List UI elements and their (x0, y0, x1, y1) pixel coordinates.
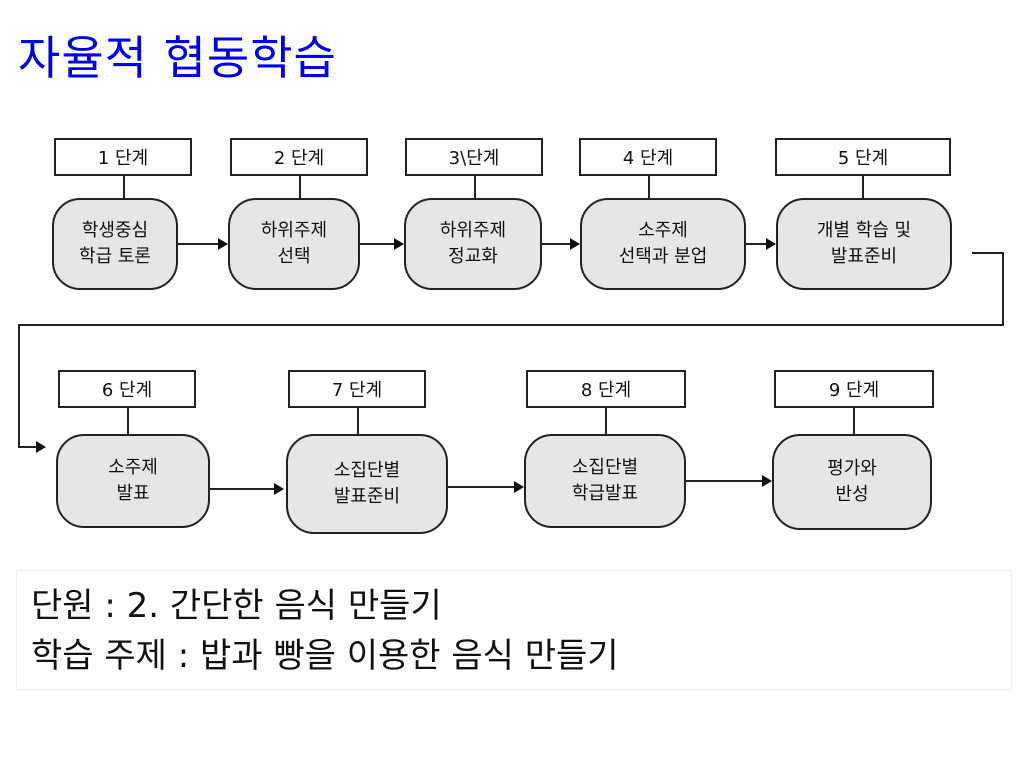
connector (648, 176, 650, 198)
arrow-line (178, 243, 220, 245)
unit-text: 단원 : 2. 간단한 음식 만들기 (31, 586, 442, 626)
arrow-head (218, 238, 228, 250)
connector (853, 408, 855, 434)
stage-2: 하위주제 선택 (228, 198, 360, 290)
connector (862, 176, 864, 198)
stage-7: 소집단별 발표준비 (286, 434, 448, 534)
arrow-head (570, 238, 580, 250)
stage-3: 하위주제 정교화 (404, 198, 542, 290)
arrow-line (686, 480, 764, 482)
stage-8: 소집단별 학급발표 (524, 434, 686, 528)
step-label-6: 6 단계 (58, 370, 196, 408)
arrow-head (766, 238, 776, 250)
connector (127, 408, 129, 434)
connector (474, 176, 476, 198)
arrow-line (360, 243, 396, 245)
arrow-head (762, 475, 772, 487)
arrow-line (542, 243, 572, 245)
connector (357, 408, 359, 434)
stage-9: 평가와 반성 (772, 434, 932, 530)
stage-5: 개별 학습 및 발표준비 (776, 198, 952, 290)
topic-text: 학습 주제 : 밥과 빵을 이용한 음식 만들기 (31, 636, 619, 676)
page-title: 자율적 협동학습 (18, 31, 337, 85)
connector (605, 408, 607, 434)
stage-1: 학생중심 학급 토론 (52, 198, 178, 290)
arrow-head (36, 441, 46, 453)
wrap-line (1002, 252, 1004, 326)
step-label-9: 9 단계 (774, 370, 934, 408)
arrow-line (746, 243, 768, 245)
step-label-2: 2 단계 (230, 138, 368, 176)
wrap-line (18, 324, 20, 448)
step-label-7: 7 단계 (288, 370, 426, 408)
arrow-head (394, 238, 404, 250)
wrap-line (18, 324, 1004, 326)
stage-6: 소주제 발표 (56, 434, 210, 528)
arrow-line (18, 446, 38, 448)
wrap-line (972, 252, 1004, 254)
stage-4: 소주제 선택과 분업 (580, 198, 746, 290)
step-label-5: 5 단계 (775, 138, 951, 176)
connector (123, 176, 125, 198)
connector (299, 176, 301, 198)
arrow-head (514, 481, 524, 493)
arrow-line (448, 486, 516, 488)
step-label-3: 3\단계 (405, 138, 543, 176)
lesson-info: 단원 : 2. 간단한 음식 만들기 학습 주제 : 밥과 빵을 이용한 음식 … (16, 570, 1012, 690)
step-label-4: 4 단계 (579, 138, 717, 176)
arrow-line (210, 488, 276, 490)
arrow-head (274, 483, 284, 495)
step-label-1: 1 단계 (54, 138, 192, 176)
step-label-8: 8 단계 (526, 370, 686, 408)
